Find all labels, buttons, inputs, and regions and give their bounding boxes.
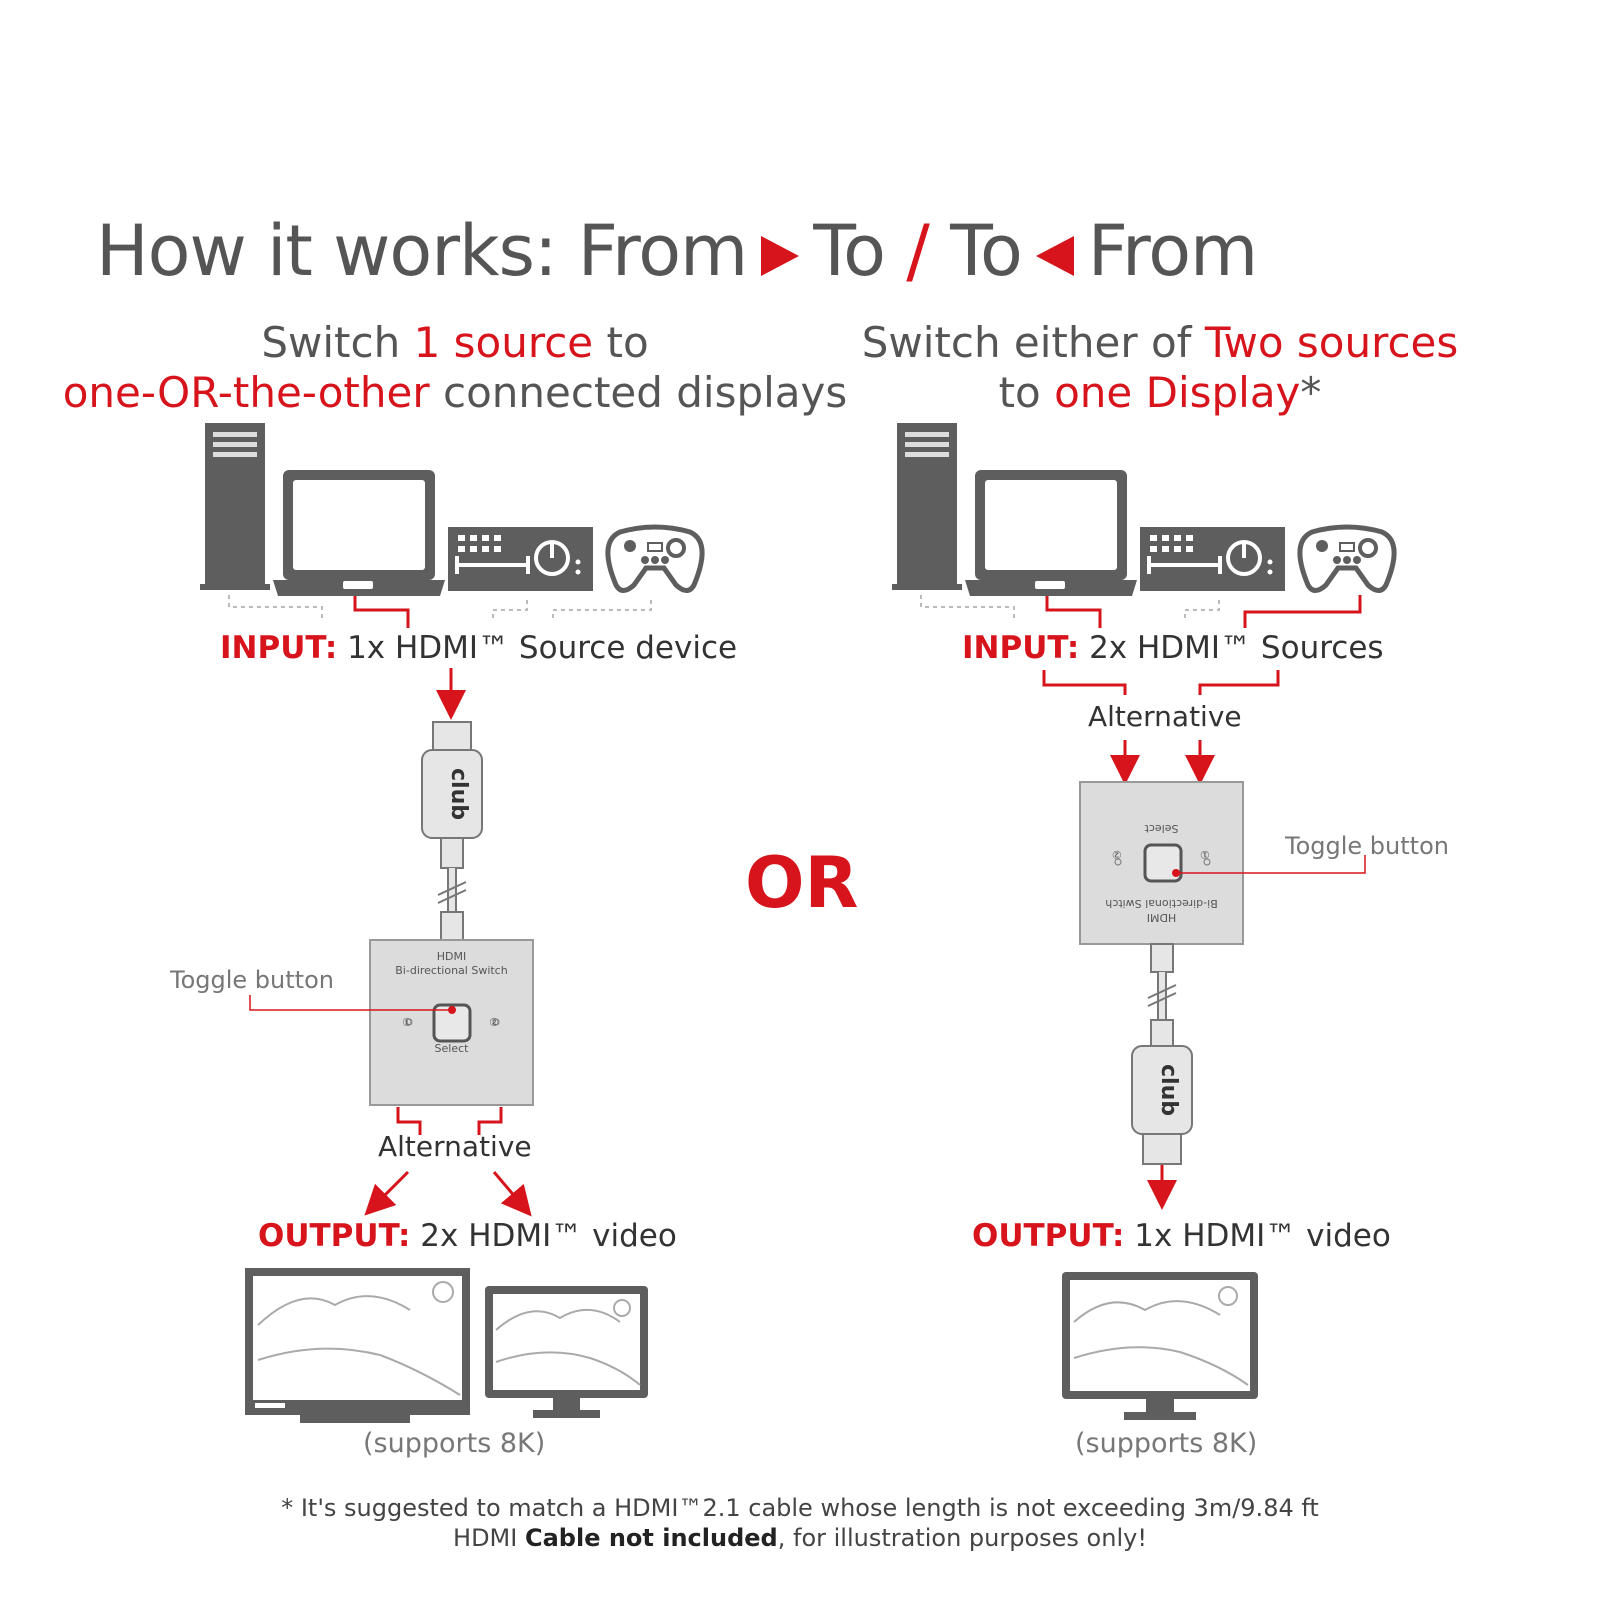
right-port-1: ① xyxy=(1200,848,1210,861)
arrow-right-icon xyxy=(761,235,800,276)
left-tv-icon xyxy=(245,1268,470,1423)
right-switch-device xyxy=(1079,781,1244,945)
left-port-2: ② xyxy=(489,1016,499,1029)
left-switch-text: HDMI Bi-directional Switch xyxy=(395,950,508,977)
title-part-to-2: To xyxy=(950,210,1023,292)
left-gamepad-icon xyxy=(605,524,705,593)
left-port-1: ① xyxy=(402,1016,412,1029)
right-port-2: ② xyxy=(1112,848,1122,861)
page-title: How it works: From To / To From xyxy=(96,210,1258,292)
left-switch-device xyxy=(369,939,534,1106)
right-alternative-label: Alternative xyxy=(1088,700,1242,733)
right-laptop-icon xyxy=(965,470,1137,596)
left-pc-tower-icon xyxy=(200,423,270,590)
right-source-devices xyxy=(892,423,1397,628)
footnote-line1: * It's suggested to match a HDMI™2.1 cab… xyxy=(281,1494,1319,1522)
title-part-from-2: From xyxy=(1087,210,1258,292)
title-slash: / xyxy=(906,210,930,292)
right-av-receiver-icon xyxy=(1140,527,1285,591)
svg-text:club: club xyxy=(446,768,471,820)
left-switch-select-label: Select xyxy=(434,1042,469,1055)
left-source-devices xyxy=(200,423,705,628)
right-output-label: OUTPUT: 1x HDMI™ video xyxy=(972,1218,1391,1254)
or-label: OR xyxy=(745,842,859,924)
svg-text:club: club xyxy=(1156,1064,1181,1116)
right-pc-tower-icon xyxy=(892,423,962,590)
right-monitor-icon xyxy=(1062,1272,1258,1420)
left-hdmi-cable-icon: club xyxy=(421,721,483,941)
left-supports-8k: (supports 8K) xyxy=(363,1428,546,1459)
left-heading-line1: Switch 1 source to xyxy=(261,318,649,367)
left-monitor-icon xyxy=(485,1286,648,1418)
title-part-from: How it works: From xyxy=(96,210,748,292)
right-gamepad-icon xyxy=(1297,524,1397,593)
left-laptop-icon xyxy=(273,470,445,596)
right-heading-line1: Switch either of Two sources xyxy=(861,318,1459,367)
left-input-label: INPUT: 1x HDMI™ Source device xyxy=(220,630,738,666)
right-switch-select-label: Select xyxy=(1144,822,1179,835)
footnote-line2: HDMI Cable not included, for illustratio… xyxy=(453,1524,1147,1552)
right-hdmi-cable-icon: club xyxy=(1131,943,1193,1165)
title-part-to: To xyxy=(813,210,886,292)
left-heading-line2: one-OR-the-other connected displays xyxy=(62,368,848,417)
left-toggle-leader xyxy=(249,995,452,1011)
right-supports-8k: (supports 8K) xyxy=(1075,1428,1258,1459)
right-toggle-label: Toggle button xyxy=(1285,832,1449,860)
left-output-label: OUTPUT: 2x HDMI™ video xyxy=(258,1218,677,1254)
right-input-label: INPUT: 2x HDMI™ Sources xyxy=(962,630,1384,666)
arrow-left-icon xyxy=(1035,235,1074,276)
right-switch-text: HDMI Bi-directional Switch xyxy=(1105,897,1218,924)
left-output-connectors xyxy=(364,1107,532,1217)
right-input-connectors xyxy=(1042,670,1280,785)
left-alternative-label: Alternative xyxy=(378,1130,532,1163)
left-toggle-label: Toggle button xyxy=(170,966,334,994)
right-toggle-leader xyxy=(1176,855,1366,874)
right-heading-line2: to one Display* xyxy=(998,368,1322,417)
left-av-receiver-icon xyxy=(448,527,593,591)
